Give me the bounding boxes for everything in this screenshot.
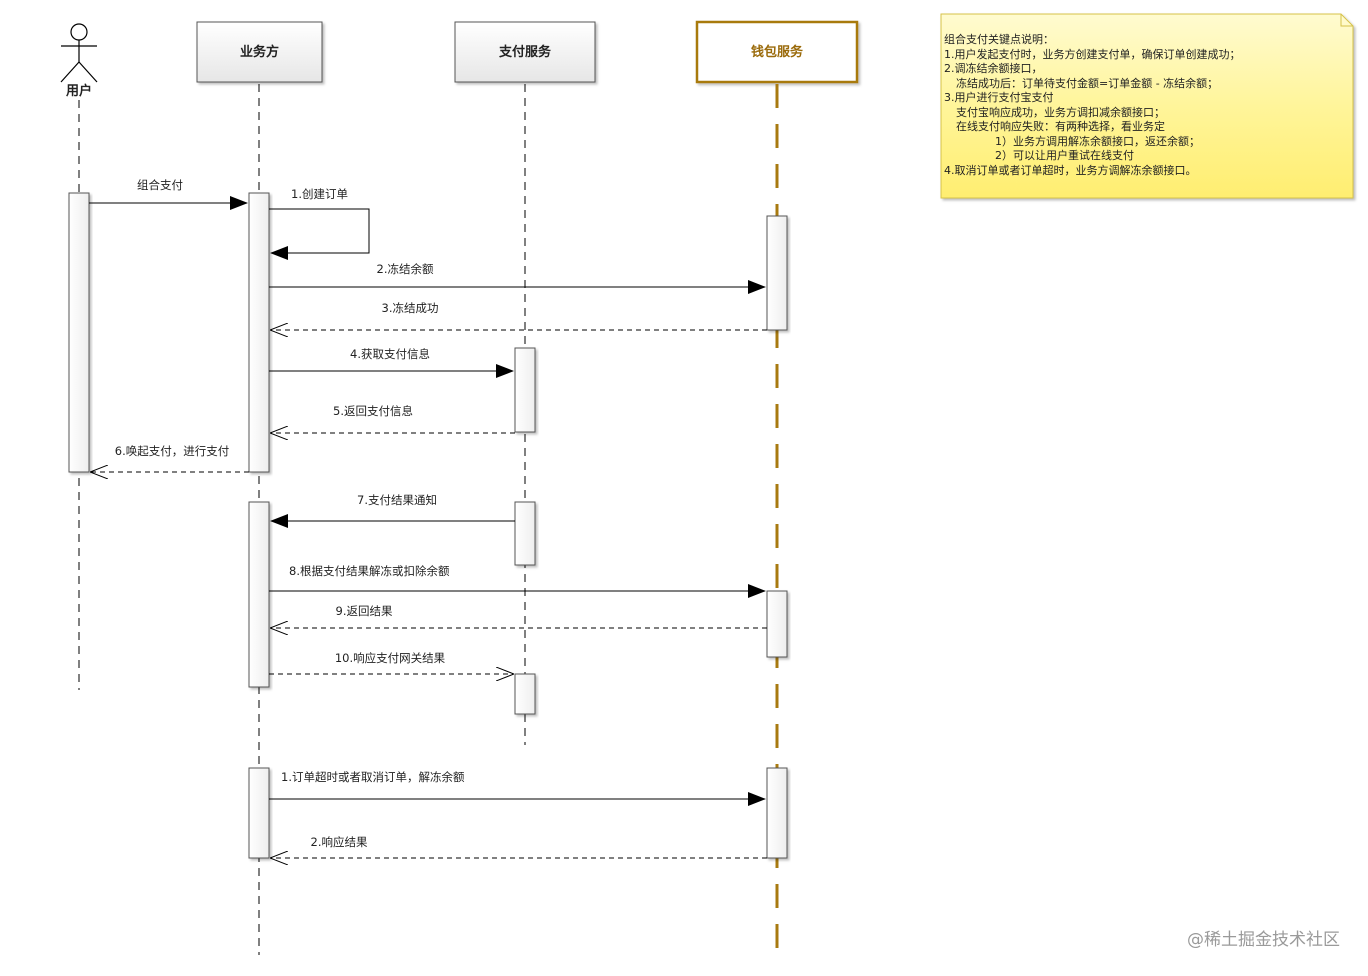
participant-user-label: 用户 bbox=[65, 83, 92, 99]
message-label-n2: 2.响应结果 bbox=[311, 835, 368, 849]
message-label-m7: 7.支付结果通知 bbox=[357, 493, 437, 507]
activation-user bbox=[68, 192, 90, 473]
message-label-m0: 组合支付 bbox=[137, 178, 183, 192]
message-label-m1: 1.创建订单 bbox=[291, 187, 348, 201]
note-line: 2）可以让用户重试在线支付 bbox=[995, 148, 1134, 162]
message-label-m6: 6.唤起支付，进行支付 bbox=[115, 444, 229, 458]
activation-wallet-3 bbox=[766, 767, 788, 859]
participant-pay: 支付服务 bbox=[454, 21, 596, 83]
note-line: 在线支付响应失败：有两种选择，看业务定 bbox=[956, 119, 1165, 133]
note-line: 冻结成功后：订单待支付金额=订单金额 - 冻结余额； bbox=[956, 76, 1218, 90]
note-line: 3.用户进行支付宝支付 bbox=[944, 90, 1054, 104]
participant-biz-label: 业务方 bbox=[240, 44, 279, 60]
note-line: 2.调冻结余额接口， bbox=[944, 61, 1043, 75]
activation-wallet-1 bbox=[766, 215, 788, 331]
message-label-m3: 3.冻结成功 bbox=[382, 301, 439, 315]
participant-wallet: 钱包服务 bbox=[695, 20, 859, 84]
activation-biz-3 bbox=[248, 767, 270, 859]
activation-wallet-2 bbox=[766, 590, 788, 658]
note-line: 组合支付关键点说明： bbox=[944, 32, 1054, 46]
activation-biz-2 bbox=[248, 501, 270, 688]
message-label-m9: 9.返回结果 bbox=[336, 604, 393, 618]
watermark-text: @稀土掘金技术社区 bbox=[1187, 930, 1340, 950]
participant-pay-label: 支付服务 bbox=[498, 44, 552, 60]
actor-head-icon bbox=[70, 23, 88, 41]
note-line: 1）业务方调用解冻余额接口，返还余额； bbox=[995, 134, 1200, 148]
message-label-m2: 2.冻结余额 bbox=[377, 262, 434, 276]
actor-user: 用户 bbox=[60, 23, 98, 99]
message-label-m8: 8.根据支付结果解冻或扣除余额 bbox=[289, 564, 450, 578]
message-label-m4: 4.获取支付信息 bbox=[350, 347, 430, 361]
activation-pay-3 bbox=[514, 673, 536, 715]
activation-pay-2 bbox=[514, 501, 536, 566]
message-label-m10: 10.响应支付网关结果 bbox=[335, 651, 446, 665]
message-arrow-m1 bbox=[269, 208, 370, 260]
message-label-m5: 5.返回支付信息 bbox=[333, 404, 413, 418]
note-line: 1.用户发起支付时，业务方创建支付单，确保订单创建成功； bbox=[944, 47, 1241, 61]
activation-biz-1 bbox=[248, 192, 270, 473]
note-line: 4.取消订单或者订单超时，业务方调解冻余额接口。 bbox=[944, 163, 1197, 177]
participant-wallet-label: 钱包服务 bbox=[751, 44, 804, 60]
participant-biz: 业务方 bbox=[196, 21, 323, 83]
note-line: 支付宝响应成功，业务方调扣减余额接口； bbox=[956, 105, 1165, 119]
activation-pay-1 bbox=[514, 347, 536, 433]
message-label-n1: 1.订单超时或者取消订单，解冻余额 bbox=[281, 770, 465, 784]
key-points-note: 组合支付关键点说明： 1.用户发起支付时，业务方创建支付单，确保订单创建成功； … bbox=[940, 13, 1354, 199]
